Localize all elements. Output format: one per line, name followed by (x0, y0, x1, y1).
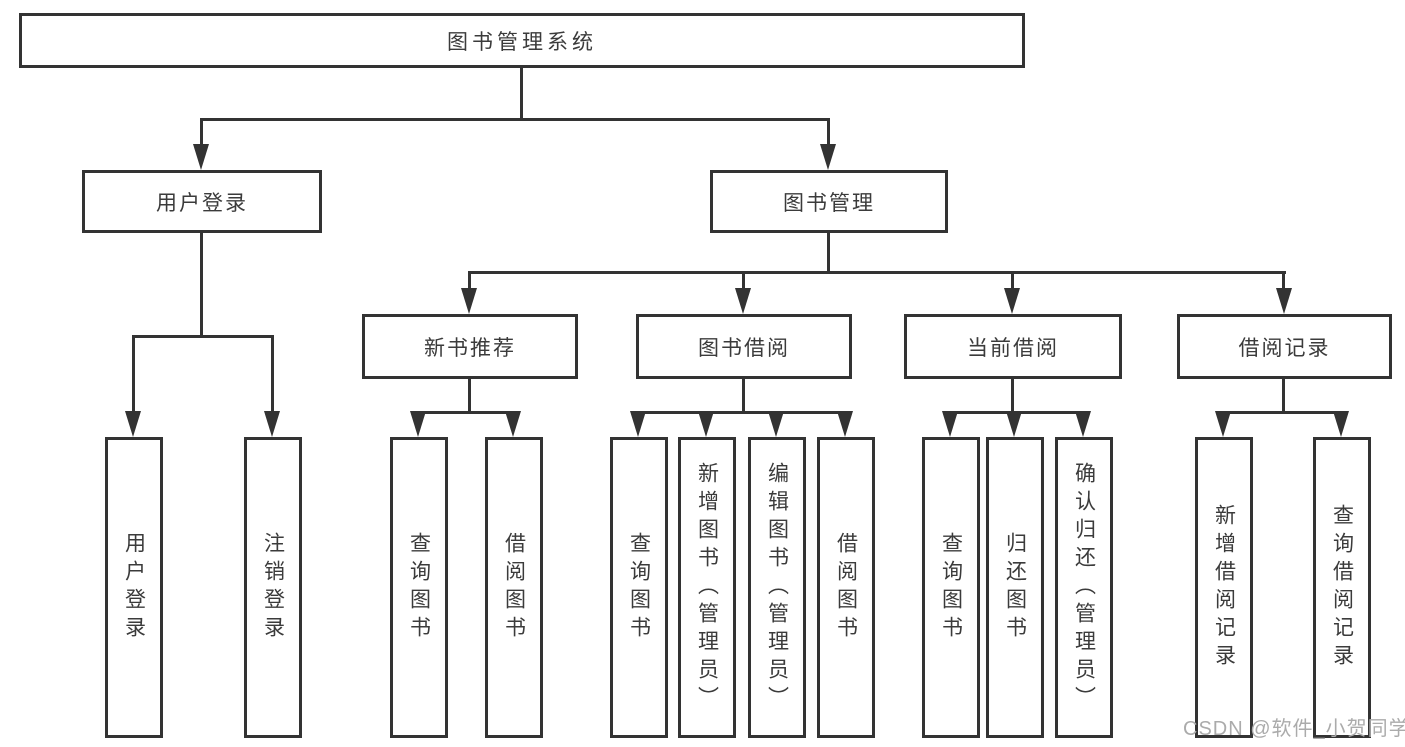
leaf-return-book: 归还图书 (986, 437, 1044, 738)
leaf-query-books-current: 查询图书 (922, 437, 980, 738)
connector-drop (271, 335, 274, 413)
connector-stem-current-borrowing (1011, 379, 1014, 414)
node-new-book-recommendation: 新书推荐 (362, 314, 578, 379)
leaf-add-book-admin: 新增图书（管理员） (678, 437, 736, 738)
leaf-query-books-borrowing: 查询图书 (610, 437, 668, 738)
leaf-edit-book-admin: 编辑图书（管理员） (748, 437, 806, 738)
connector-bar-new-book (417, 411, 517, 414)
node-book-borrowing: 图书借阅 (636, 314, 852, 379)
leaf-label: 查询图书 (407, 531, 431, 644)
connector-drop (1282, 271, 1285, 291)
leaf-borrow-books-recommend: 借阅图书 (485, 437, 543, 738)
connector-stem-book-management (827, 233, 830, 274)
arrow-down-icon (735, 288, 751, 314)
arrow-down-icon (1276, 288, 1292, 314)
leaf-borrow-books-borrowing: 借阅图书 (817, 437, 875, 738)
leaf-label: 新增图书（管理员） (695, 461, 719, 714)
arrow-down-icon (1075, 411, 1091, 437)
arrow-down-icon (942, 411, 958, 437)
leaf-confirm-return-admin: 确认归还（管理员） (1055, 437, 1113, 738)
leaf-label: 归还图书 (1003, 531, 1027, 644)
connector-bar-user-login (132, 335, 274, 338)
leaf-query-books-recommend: 查询图书 (390, 437, 448, 738)
node-user-login: 用户登录 (82, 170, 322, 233)
arrow-down-icon (1333, 411, 1349, 437)
connector-stem-user-login (200, 233, 203, 338)
leaf-label: 用户登录 (122, 531, 146, 644)
connector-bar-book-borrowing (637, 411, 849, 414)
leaf-label: 注销登录 (261, 531, 285, 644)
leaf-label: 编辑图书（管理员） (765, 461, 789, 714)
connector-stem-book-borrowing (742, 379, 745, 414)
leaf-label: 借阅图书 (502, 531, 526, 644)
arrow-down-icon (1215, 411, 1231, 437)
watermark: CSDN @软件_小贺同学 (1183, 718, 1405, 740)
connector-bar-book-management (468, 271, 1286, 274)
node-library-management-system: 图书管理系统 (19, 13, 1025, 68)
connector-stem-root (520, 68, 523, 118)
connector-drop (132, 335, 135, 413)
connector-bar-root (200, 118, 830, 121)
node-borrowing-records: 借阅记录 (1177, 314, 1392, 379)
node-current-borrowing: 当前借阅 (904, 314, 1122, 379)
arrow-down-icon (264, 411, 280, 437)
leaf-label: 借阅图书 (834, 531, 858, 644)
connector-drop (200, 118, 203, 146)
arrow-down-icon (820, 144, 836, 170)
leaf-add-borrow-record: 新增借阅记录 (1195, 437, 1253, 738)
connector-drop (468, 271, 471, 291)
arrow-down-icon (1004, 288, 1020, 314)
arrow-down-icon (768, 411, 784, 437)
connector-drop (1011, 271, 1014, 291)
connector-stem-borrowing-records (1282, 379, 1285, 414)
arrow-down-icon (505, 411, 521, 437)
leaf-label: 确认归还（管理员） (1072, 461, 1096, 714)
leaf-label: 查询图书 (627, 531, 651, 644)
arrow-down-icon (1006, 411, 1022, 437)
connector-stem-new-book (468, 379, 471, 414)
leaf-label: 新增借阅记录 (1212, 503, 1236, 672)
leaf-label: 查询图书 (939, 531, 963, 644)
arrow-down-icon (837, 411, 853, 437)
leaf-logout: 注销登录 (244, 437, 302, 738)
node-book-management: 图书管理 (710, 170, 948, 233)
leaf-query-borrow-record: 查询借阅记录 (1313, 437, 1371, 738)
leaf-user-login: 用户登录 (105, 437, 163, 738)
connector-bar-borrowing-records (1222, 411, 1345, 414)
arrow-down-icon (410, 411, 426, 437)
connector-drop (742, 271, 745, 291)
arrow-down-icon (461, 288, 477, 314)
arrow-down-icon (630, 411, 646, 437)
arrow-down-icon (125, 411, 141, 437)
arrow-down-icon (193, 144, 209, 170)
leaf-label: 查询借阅记录 (1330, 503, 1354, 672)
connector-drop (827, 118, 830, 146)
arrow-down-icon (698, 411, 714, 437)
